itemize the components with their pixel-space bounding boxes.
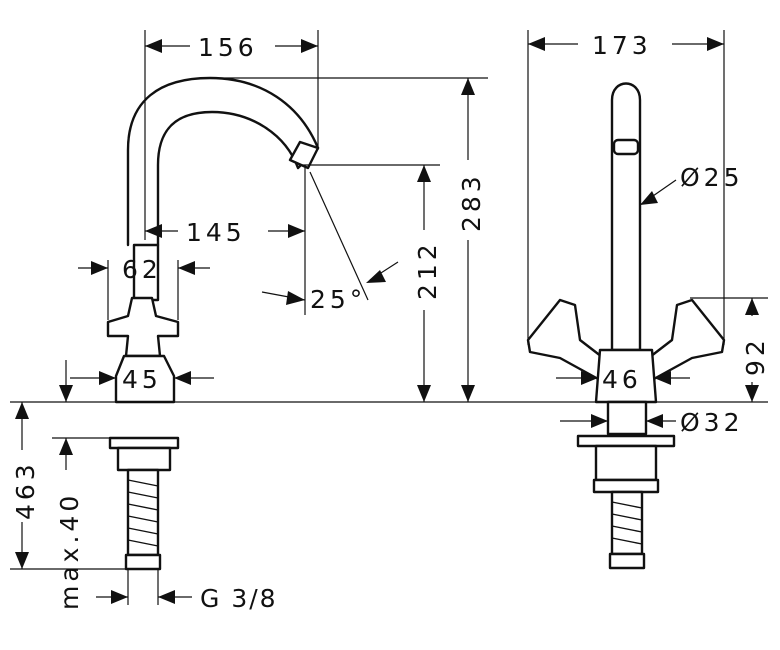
dim-total-height: 283 xyxy=(457,172,486,232)
side-view xyxy=(106,76,320,571)
dim-base-diameter: Ø32 xyxy=(680,408,744,437)
front-view xyxy=(526,82,726,570)
cross-handle-side xyxy=(106,296,180,358)
spout-nozzle xyxy=(288,140,320,170)
nut-side xyxy=(116,446,172,472)
rod-end-side xyxy=(124,553,162,571)
dim-max-thickness: max.40 xyxy=(55,492,84,610)
dim-overall-length: 463 xyxy=(11,460,40,520)
dim-handle-height: 92 xyxy=(741,336,770,376)
dim-body-width-front: 46 xyxy=(602,365,642,394)
dim-inner-reach: 145 xyxy=(186,218,246,247)
front-flange xyxy=(576,434,676,448)
spout-outer xyxy=(126,76,320,247)
dim-thread: G 3/8 xyxy=(200,584,278,613)
front-spout-tip xyxy=(612,138,640,156)
front-handle-left xyxy=(526,298,608,382)
flange-side xyxy=(108,436,180,450)
front-handle-right xyxy=(644,298,726,382)
dim-handle-spacing-side: 62 xyxy=(122,255,162,284)
dim-spout-diameter: Ø25 xyxy=(680,163,744,192)
front-nut xyxy=(594,444,658,482)
thread-lines-side xyxy=(127,479,159,547)
dimension-labels: 156 145 62 45 25° 212 283 463 max.40 G 3… xyxy=(11,31,770,613)
dim-spout-reach: 156 xyxy=(198,33,258,62)
front-spout xyxy=(610,82,642,352)
front-rod-end xyxy=(608,552,646,570)
dim-angle: 25° xyxy=(310,285,366,314)
dim-body-width-side: 45 xyxy=(122,365,162,394)
front-threaded-rod xyxy=(610,490,644,556)
dim-front-width: 173 xyxy=(592,31,652,60)
front-thread-lines xyxy=(611,501,643,545)
dimension-lines xyxy=(10,30,768,605)
front-neck xyxy=(606,400,648,436)
front-collar xyxy=(592,478,660,494)
dim-spout-height: 212 xyxy=(413,240,442,300)
